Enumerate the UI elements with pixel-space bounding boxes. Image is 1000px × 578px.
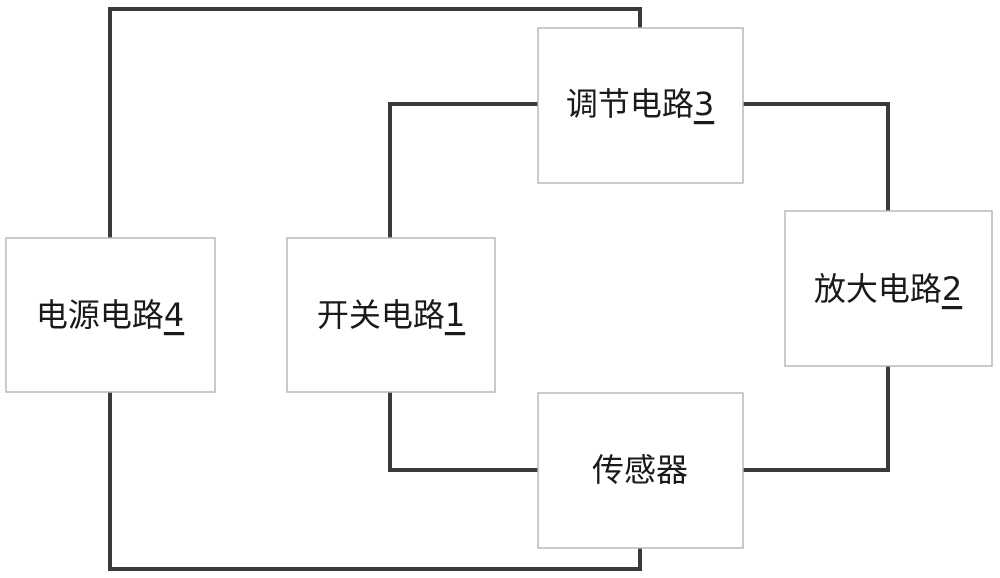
regulator-circuit-block: 调节电路3 [538, 28, 743, 183]
sensor-name: 传感器 [592, 451, 688, 489]
amplifier-circuit-label: 放大电路2 [814, 270, 962, 308]
regulator-circuit-number: 3 [694, 85, 714, 123]
switch-circuit-name: 开关电路 [317, 296, 445, 334]
wire-regulator-to-amplifier [743, 104, 888, 211]
regulator-circuit-name: 调节电路 [566, 85, 694, 123]
wire-switch-to-regulator [390, 104, 538, 238]
switch-circuit-label: 开关电路1 [317, 296, 465, 334]
power-circuit-name: 电源电路 [36, 296, 164, 334]
power-circuit-number: 4 [164, 296, 184, 334]
regulator-circuit-label: 调节电路3 [566, 85, 714, 123]
sensor-label: 传感器 [592, 451, 688, 489]
amplifier-circuit-name: 放大电路 [814, 270, 942, 308]
power-circuit-block: 电源电路4 [6, 238, 215, 392]
amplifier-circuit-number: 2 [942, 270, 962, 308]
wire-sensor-to-amplifier [743, 366, 888, 470]
amplifier-circuit-block: 放大电路2 [785, 211, 992, 366]
switch-circuit-block: 开关电路1 [287, 238, 495, 392]
sensor-block: 传感器 [538, 393, 743, 548]
power-circuit-label: 电源电路4 [36, 296, 184, 334]
wire-switch-to-sensor [390, 392, 538, 470]
switch-circuit-number: 1 [445, 296, 465, 334]
